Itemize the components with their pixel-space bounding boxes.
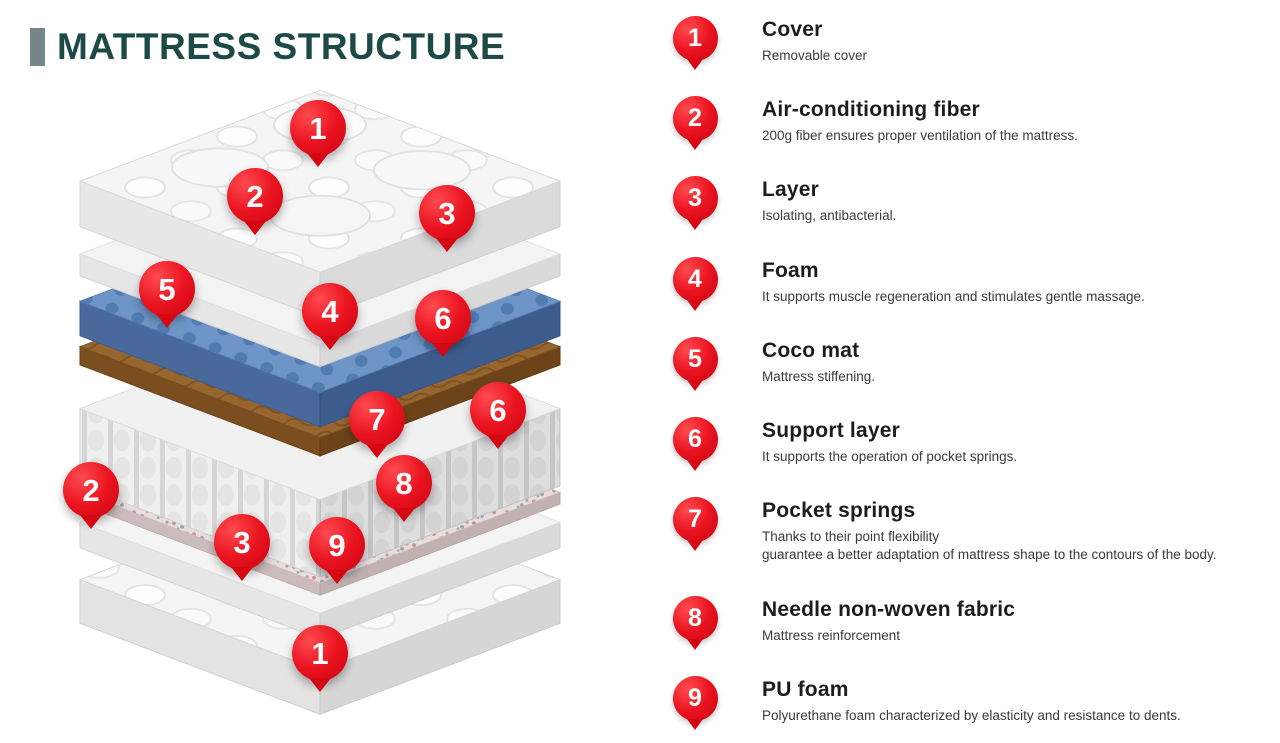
legend-badge-wrap: 3: [660, 176, 730, 222]
marker-number: 8: [395, 465, 413, 501]
legend-item-title: Foam: [762, 258, 819, 282]
layer-marker-1: 1: [290, 100, 346, 156]
layer-marker-1: 1: [292, 625, 348, 681]
marker-number: 1: [309, 110, 327, 146]
marker-number: 7: [368, 401, 386, 437]
marker-number: 3: [233, 524, 251, 560]
marker-number: 1: [311, 635, 329, 671]
layer-marker-9: 9: [309, 517, 365, 573]
legend-item-description: Mattress stiffening.: [762, 368, 876, 384]
legend-text: Support layer It supports the operation o…: [762, 417, 1017, 466]
legend-number: 6: [688, 424, 702, 453]
legend-item-description: It supports the operation of pocket spri…: [762, 448, 1018, 464]
legend-number-badge: 9: [672, 675, 718, 721]
legend-number: 1: [688, 24, 702, 52]
legend-number-badge: 6: [672, 416, 718, 462]
legend-item-6: 6 Support layer It supports the operation …: [660, 416, 1268, 466]
legend-number: 9: [688, 683, 702, 712]
legend-number: 8: [688, 603, 702, 632]
page-title: MATTRESS STRUCTURE: [57, 26, 506, 67]
legend-badge-wrap: 5: [660, 336, 730, 382]
marker-number: 2: [246, 178, 264, 214]
legend-item-title: PU foam: [762, 677, 849, 701]
legend-badge-wrap: 2: [660, 96, 730, 142]
legend-item-title: Cover: [762, 18, 823, 41]
layer-marker-5: 5: [139, 261, 195, 317]
marker-number: 9: [328, 527, 346, 563]
legend-number: 7: [688, 505, 702, 534]
legend-item-2: 2 Air-conditioning fiber 200g fiber ensure…: [660, 96, 1268, 145]
layer-marker-3: 3: [214, 514, 270, 570]
marker-number: 6: [489, 392, 507, 428]
layer-marker-4: 4: [302, 283, 358, 339]
legend-item-description: Removable cover: [762, 48, 868, 63]
layer-marker-8: 8: [376, 455, 432, 511]
layer-marker-7: 7: [349, 391, 405, 447]
mattress-illustration: 1 2 3 5 4 6 7 6 8 2 3 9 1: [30, 72, 610, 727]
marker-number: 6: [434, 300, 452, 336]
legend-badge-wrap: 6: [660, 416, 730, 462]
legend-number: 4: [688, 264, 702, 293]
legend-number-badge: 4: [672, 256, 718, 302]
legend-badge-wrap: 9: [660, 675, 730, 721]
legend-number-badge: 5: [672, 336, 718, 382]
legend-number: 3: [688, 184, 702, 213]
marker-number: 4: [321, 293, 339, 329]
title-accent-bar: [30, 28, 45, 66]
legend-number-badge: 1: [672, 16, 718, 61]
legend-text: Foam It supports muscle regeneration and …: [762, 257, 1145, 306]
legend-number-badge: 2: [672, 96, 718, 142]
marker-number: 2: [82, 472, 100, 508]
legend-item-title: Coco mat: [762, 338, 860, 362]
legend-number-badge: 3: [672, 176, 718, 222]
layer-marker-6: 6: [470, 382, 526, 438]
layer-marker-2: 2: [227, 168, 283, 224]
legend-badge-wrap: 7: [660, 497, 730, 543]
legend-text: Air-conditioning fiber 200g fiber ensures…: [762, 96, 1078, 145]
legend-item-title: Support layer: [762, 418, 900, 442]
legend-item-description: Polyurethane foam characterized by elast…: [762, 707, 1181, 723]
layer-marker-6: 6: [415, 290, 471, 346]
legend-item-title: Pocket springs: [762, 499, 916, 523]
marker-number: 5: [158, 271, 176, 307]
legend-badge-wrap: 1: [660, 16, 730, 61]
legend-badge-wrap: 4: [660, 256, 730, 302]
page-header: MATTRESS STRUCTURE: [30, 26, 505, 68]
legend-number-badge: 7: [672, 497, 718, 543]
legend-item-description: 200g fiber ensures proper ventilation of…: [762, 128, 1078, 144]
layer-marker-3: 3: [419, 185, 475, 241]
legend-item-4: 4 Foam It supports muscle regeneration and…: [660, 256, 1268, 306]
legend-number: 5: [688, 344, 702, 373]
layer-marker-2: 2: [63, 462, 119, 518]
legend-item-description: Thanks to their point flexibility guaran…: [762, 529, 1217, 563]
legend-item-title: Needle non-woven fabric: [762, 597, 1016, 621]
marker-number: 3: [438, 195, 456, 231]
legend-item-title: Air-conditioning fiber: [762, 98, 980, 122]
legend-item-title: Layer: [762, 178, 820, 202]
legend-item-description: Mattress reinforcement: [762, 627, 901, 643]
legend-badge-wrap: 8: [660, 595, 730, 641]
legend-item-description: It supports muscle regeneration and stim…: [762, 288, 1145, 304]
legend-number: 2: [688, 104, 702, 133]
legend-item-description: Isolating, antibacterial.: [762, 208, 897, 224]
legend-number-badge: 8: [672, 595, 718, 641]
